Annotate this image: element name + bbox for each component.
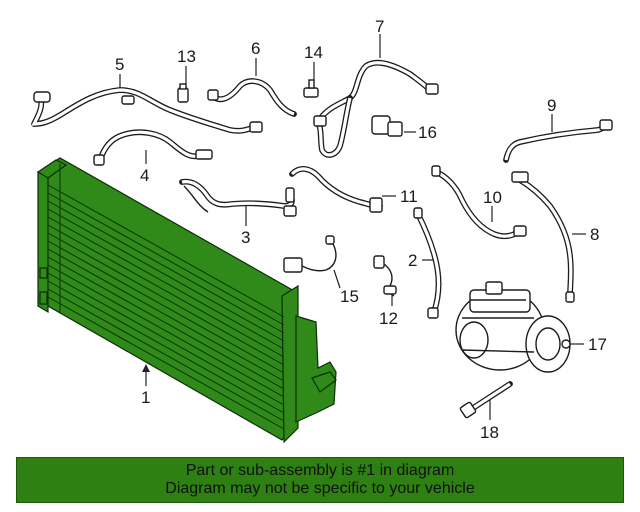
callout-13: 13 bbox=[177, 47, 196, 66]
bracket-part-16[interactable] bbox=[371, 115, 403, 137]
hose-part-3[interactable] bbox=[179, 178, 297, 217]
hose-part-6[interactable] bbox=[207, 78, 297, 117]
sensor-part-13[interactable] bbox=[177, 83, 189, 103]
callout-9: 9 bbox=[547, 96, 556, 115]
banner-line-1: Part or sub-assembly is #1 in diagram bbox=[185, 462, 455, 479]
leader-lines bbox=[119, 34, 586, 420]
callout-11: 11 bbox=[400, 187, 418, 206]
callout-1: 1 bbox=[141, 388, 150, 407]
hose-part-11[interactable] bbox=[289, 166, 383, 213]
callout-8: 8 bbox=[590, 225, 599, 244]
sensor-part-12[interactable] bbox=[373, 255, 397, 297]
callout-7: 7 bbox=[375, 17, 384, 36]
callout-5: 5 bbox=[115, 55, 124, 74]
valve-part-14[interactable] bbox=[303, 79, 319, 98]
pipe-part-10[interactable] bbox=[431, 165, 527, 240]
info-banner: Part or sub-assembly is #1 in diagram Di… bbox=[16, 457, 624, 503]
callout-16: 16 bbox=[418, 123, 437, 142]
callout-12: 12 bbox=[379, 309, 398, 328]
compressor-part-17[interactable] bbox=[455, 281, 571, 373]
callout-4: 4 bbox=[140, 166, 149, 185]
banner-line-2: Diagram may not be specific to your vehi… bbox=[165, 480, 475, 497]
condenser-part-1[interactable] bbox=[36, 157, 337, 444]
callout-15: 15 bbox=[340, 287, 359, 306]
bolt-part-18[interactable] bbox=[459, 381, 513, 419]
pipe-part-9[interactable] bbox=[503, 119, 613, 163]
callout-2: 2 bbox=[408, 251, 417, 270]
callout-6: 6 bbox=[251, 39, 260, 58]
hose-part-4[interactable] bbox=[93, 129, 213, 166]
hose-part-5[interactable] bbox=[31, 87, 263, 134]
pipe-part-2[interactable] bbox=[413, 207, 442, 319]
sensor-part-15[interactable] bbox=[283, 235, 337, 273]
callout-17: 17 bbox=[588, 335, 607, 354]
callout-3: 3 bbox=[241, 228, 250, 247]
callout-14: 14 bbox=[304, 43, 323, 62]
callout-10: 10 bbox=[483, 188, 502, 207]
hose-part-7[interactable] bbox=[313, 59, 439, 158]
condenser-fins bbox=[47, 164, 285, 430]
callout-18: 18 bbox=[480, 423, 499, 442]
hose-part-8[interactable] bbox=[511, 171, 575, 303]
